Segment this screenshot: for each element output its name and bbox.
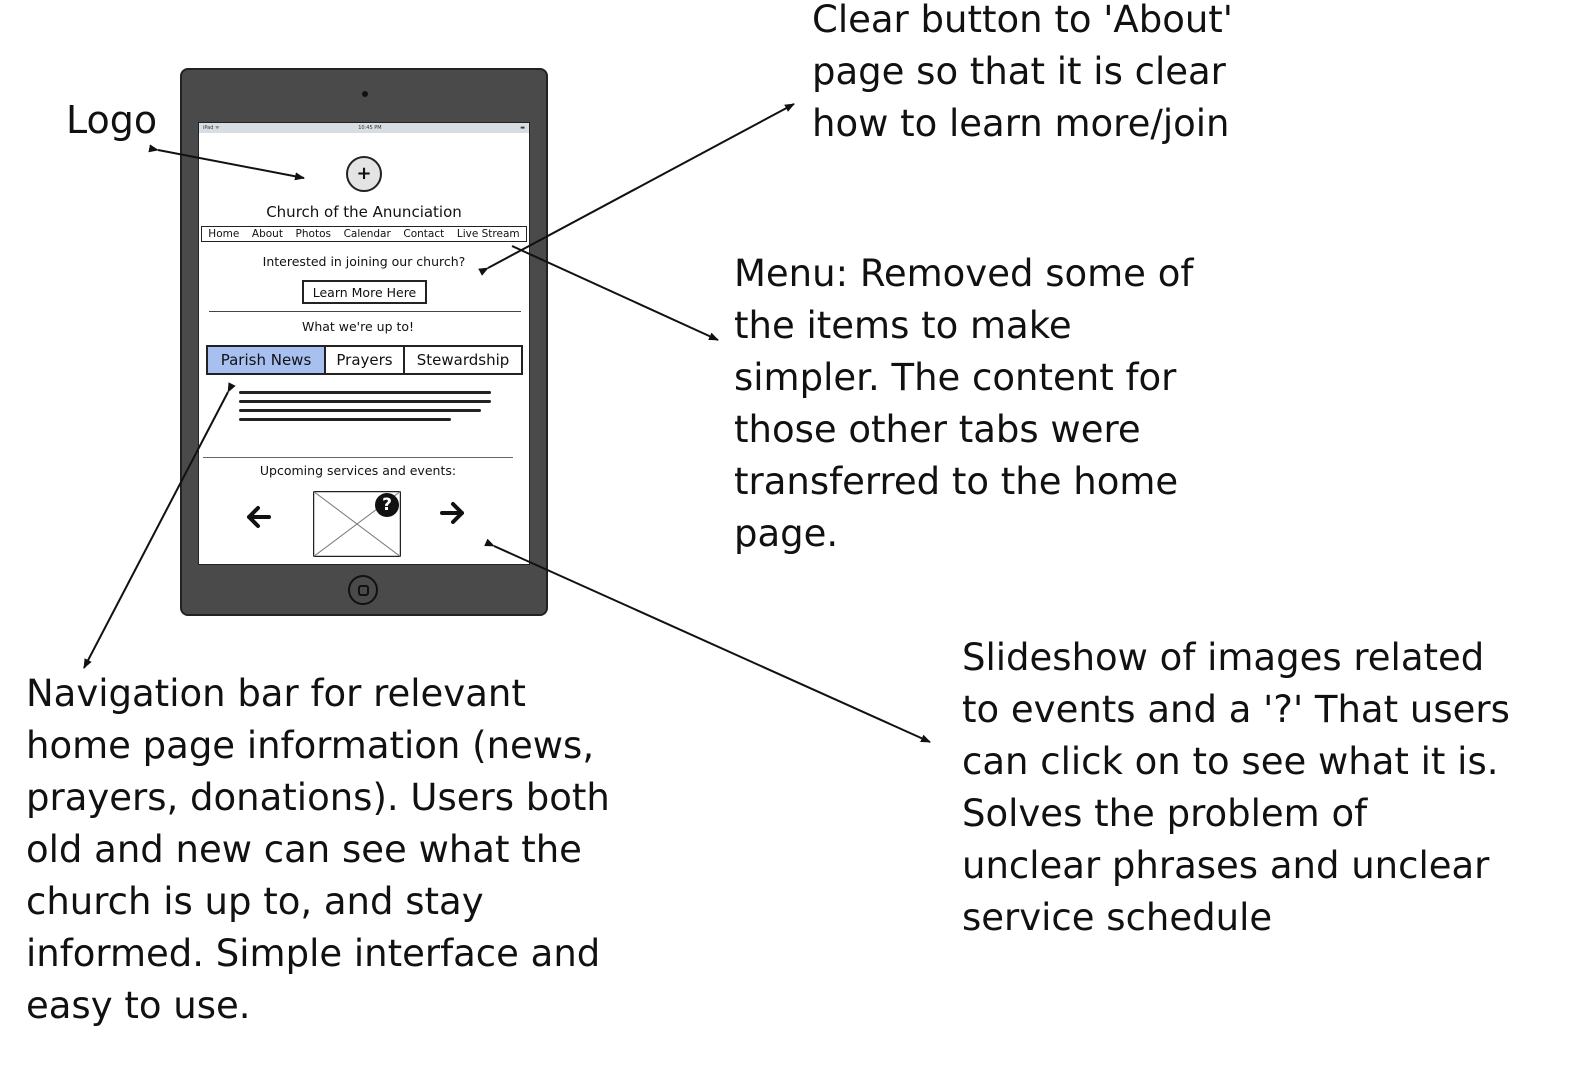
- arrow-menu: [511, 245, 719, 341]
- menu-item-photos[interactable]: Photos: [295, 228, 331, 240]
- divider: [203, 457, 513, 458]
- status-time: 10:45 PM: [358, 125, 382, 131]
- home-button-inner: [357, 584, 369, 596]
- menu-item-home[interactable]: Home: [208, 228, 240, 240]
- annotation-slideshow: Slideshow of images related to events an…: [962, 636, 1510, 939]
- annotation-menu: Menu: Removed some of the items to make …: [734, 252, 1194, 555]
- camera-dot: [362, 91, 368, 97]
- home-button: [348, 575, 378, 605]
- annotation-about-button: Clear button to 'About' page so that it …: [812, 0, 1233, 145]
- menu-bar: Home About Photos Calendar Contact Live …: [201, 226, 527, 242]
- learn-more-button[interactable]: Learn More Here: [302, 280, 427, 304]
- tab-prayers[interactable]: Prayers: [326, 347, 405, 373]
- arrow-logo: [148, 144, 305, 181]
- tablet-screen: iPad ᯤ 10:45 PM ▬ + Church of the Anunci…: [198, 122, 530, 565]
- arrow-right-icon[interactable]: [439, 499, 465, 531]
- church-logo[interactable]: +: [346, 156, 382, 192]
- arrow-right-icon-svg: [440, 502, 464, 524]
- arrow-slideshow: [484, 538, 931, 743]
- section-heading-up-to: What we're up to!: [301, 319, 415, 334]
- arrow-navigation-bar: [83, 382, 236, 669]
- slideshow-image-placeholder[interactable]: [312, 490, 402, 558]
- divider: [209, 311, 521, 312]
- arrow-left-icon[interactable]: [246, 503, 272, 535]
- placeholder-text-block: [239, 391, 491, 427]
- arrow-left-icon-svg: [247, 506, 271, 528]
- status-device: iPad ᯤ: [203, 125, 220, 131]
- join-question: Interested in joining our church?: [262, 254, 466, 269]
- church-title: Church of the Anunciation: [266, 203, 462, 221]
- plus-icon: +: [356, 163, 372, 184]
- menu-item-calendar[interactable]: Calendar: [343, 228, 391, 240]
- menu-item-contact[interactable]: Contact: [403, 228, 445, 240]
- section-heading-upcoming: Upcoming services and events:: [259, 463, 457, 478]
- menu-item-about[interactable]: About: [251, 228, 283, 240]
- tab-stewardship[interactable]: Stewardship: [416, 351, 510, 369]
- image-placeholder-icon: [312, 490, 402, 558]
- question-icon[interactable]: ?: [375, 493, 399, 517]
- arrow-about-button: [478, 103, 795, 276]
- annotation-logo: Logo: [66, 98, 158, 142]
- tab-parish-news[interactable]: Parish News: [208, 347, 326, 373]
- content-tabs: Parish News Prayers Stewardship: [206, 345, 523, 375]
